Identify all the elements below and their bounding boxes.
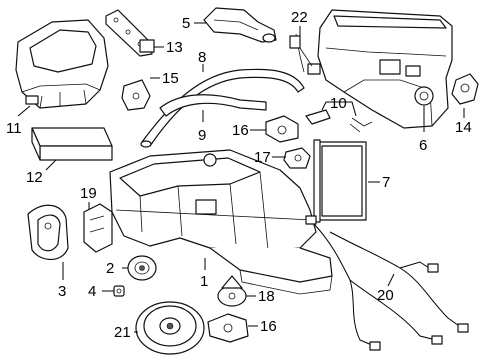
callout-label-4: 4 xyxy=(88,283,96,300)
hvac-main-case-part xyxy=(109,149,333,295)
callout-label-21: 21 xyxy=(114,324,131,341)
callout-label-6: 6 xyxy=(419,137,427,154)
callout-label-13: 13 xyxy=(166,39,183,56)
callout-label-12: 12 xyxy=(26,169,43,186)
callout-label-1: 1 xyxy=(200,273,208,290)
callout-label-2: 2 xyxy=(106,260,114,277)
callout-label-18: 18 xyxy=(258,288,275,305)
upper-duct-part xyxy=(203,7,277,43)
callout-label-22: 22 xyxy=(291,9,308,26)
callout-label-19: 19 xyxy=(80,185,97,202)
gasket-part xyxy=(27,204,69,261)
callout-label-14: 14 xyxy=(455,119,472,136)
callout-label-5: 5 xyxy=(182,15,190,32)
heater-core-part xyxy=(313,139,367,223)
resistor-part xyxy=(283,147,311,169)
callout-label-16-lower: 16 xyxy=(260,318,277,335)
cabin-filter-part xyxy=(31,127,113,161)
blower-hub-part xyxy=(127,255,157,281)
servo-motor-lower-part xyxy=(207,313,249,343)
upper-case-part xyxy=(15,19,109,109)
hose-part xyxy=(159,94,267,117)
actuator-part xyxy=(451,73,479,105)
callout-label-10: 10 xyxy=(330,95,347,112)
callout-group: 1 2 3 4 5 6 7 8 9 10 11 12 13 xyxy=(6,9,472,341)
callout-label-15: 15 xyxy=(162,70,179,87)
connector-part xyxy=(289,33,321,75)
clip-part xyxy=(305,109,373,133)
door-bracket-part xyxy=(83,203,113,253)
callout-label-9: 9 xyxy=(198,127,206,144)
servo-motor-upper-part xyxy=(265,115,299,143)
callout-label-17: 17 xyxy=(254,149,271,166)
wiring-harness-part xyxy=(305,215,469,351)
screw-part xyxy=(113,285,125,297)
bracket-strip-part xyxy=(105,9,155,57)
callout-label-8: 8 xyxy=(198,49,206,66)
motor-mount-part xyxy=(217,275,247,307)
small-bracket-part xyxy=(121,79,151,111)
evaporator-case-part xyxy=(317,9,453,129)
blower-motor-part xyxy=(135,301,205,355)
callout-label-3: 3 xyxy=(58,283,66,300)
callout-label-20: 20 xyxy=(377,287,394,304)
callout-label-7: 7 xyxy=(382,174,390,191)
callout-label-16-upper: 16 xyxy=(232,122,249,139)
callout-label-11: 11 xyxy=(6,120,22,137)
